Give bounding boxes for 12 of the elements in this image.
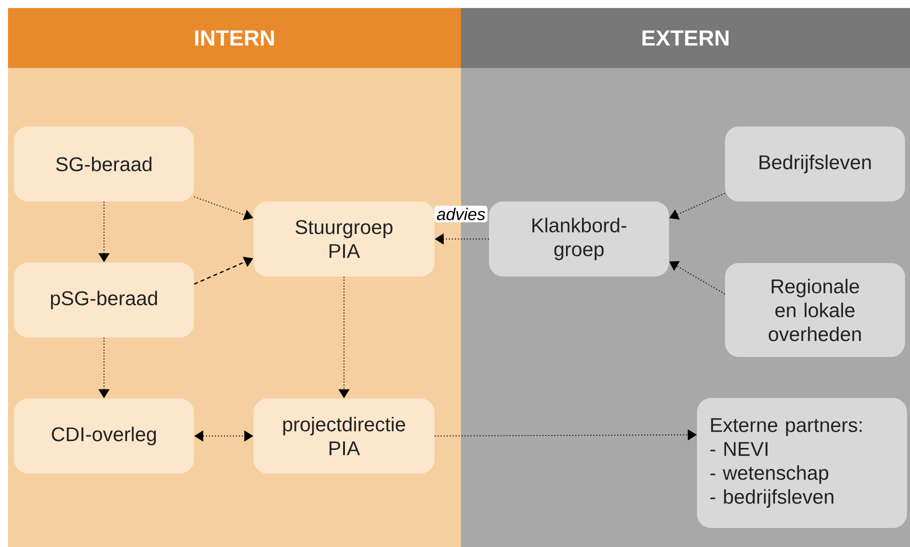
process-box: Externe partners: - NEVI - wetenschap - bedrijfsleven [697, 398, 907, 528]
process-box: pSG-beraad [14, 262, 194, 338]
process-box: Stuurgroep PIA [254, 202, 434, 276]
edge-label: advies [434, 206, 488, 222]
process-box: Klankbord-groep [489, 202, 669, 276]
process-box: projectdirectie PIA [254, 398, 434, 474]
header-band: INTERN [8, 8, 461, 68]
process-box: SG-beraad [14, 126, 194, 202]
process-box: Bedrijfsleven [725, 126, 905, 202]
process-box: Regionale en lokale overheden [725, 263, 905, 357]
header-band: EXTERN [461, 8, 910, 68]
process-box: CDI-overleg [14, 398, 194, 474]
